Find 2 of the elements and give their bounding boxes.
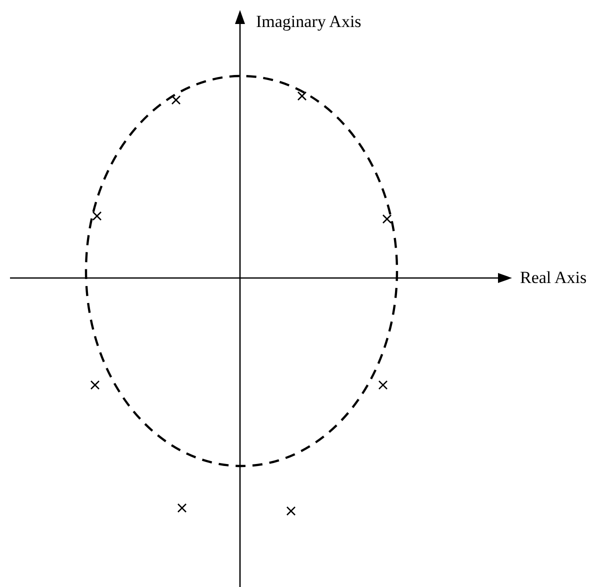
axis-label: Real Axis: [520, 267, 587, 289]
axis-label: Imaginary Axis: [256, 11, 362, 33]
